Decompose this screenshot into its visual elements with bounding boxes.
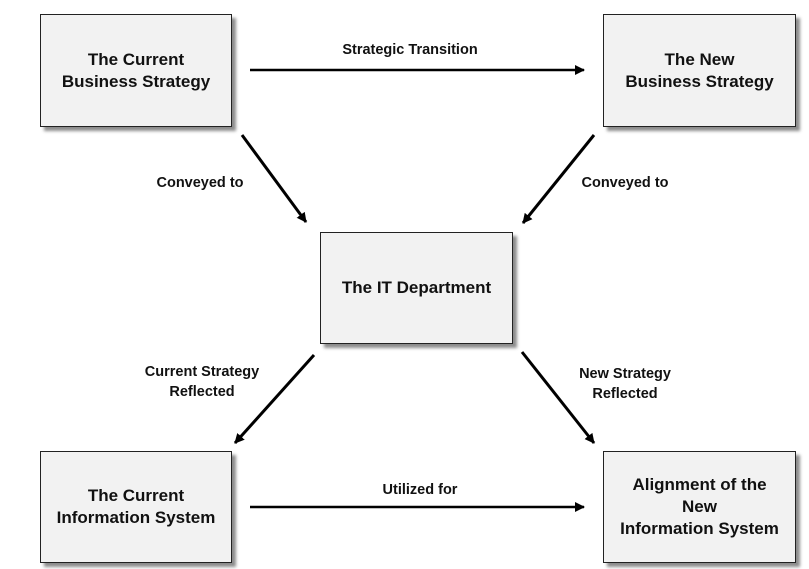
node-it-department: The IT Department [320,232,513,344]
edge-label-strategic-transition: Strategic Transition [342,42,478,58]
arrow-conveyed-left [240,134,308,223]
edge-label-utilized-for: Utilized for [382,482,458,498]
edge-label-conveyed-right: Conveyed to [581,175,669,191]
node-alignment-new-information-system-label: Alignment of the New Information System [620,475,779,538]
node-new-business-strategy-label: The New Business Strategy [625,49,774,91]
node-current-business-strategy-label: The Current Business Strategy [61,49,211,91]
arrow-current-reflected [233,353,316,445]
arrow-new-reflected [520,351,596,444]
node-current-business-strategy: The Current Business Strategy [40,14,232,127]
edge-label-conveyed-left: Conveyed to [156,175,244,191]
edge-label-current-strategy-reflected: Current Strategy Reflected [144,364,260,400]
node-it-department-label: The IT Department [341,278,492,297]
node-alignment-new-information-system: Alignment of the New Information System [603,451,796,563]
edge-label-new-strategy-reflected: New Strategy Reflected [579,366,671,402]
node-new-business-strategy: The New Business Strategy [603,14,796,127]
node-current-information-system-label: The Current Information System [56,486,216,527]
node-current-information-system: The Current Information System [40,451,232,563]
arrow-conveyed-right [521,134,596,224]
